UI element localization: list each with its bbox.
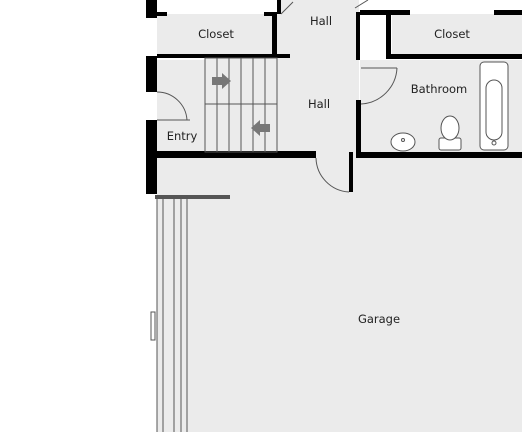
room-labels: Closet Hall Closet Bathroom Hall Entry G… <box>167 14 471 326</box>
wall-left-mid <box>146 56 157 92</box>
sink-icon <box>390 132 416 152</box>
door-hall-top-swing <box>354 0 369 9</box>
wall-bathroom-left <box>356 100 361 158</box>
door-hall-bath-swing <box>360 67 398 105</box>
arrow-right-icon <box>212 73 231 89</box>
label-hall-top: Hall <box>310 14 332 28</box>
wall-closet-left-top-r <box>264 12 276 16</box>
toilet-icon <box>438 115 462 151</box>
wall-closet-right-left <box>386 12 391 58</box>
wall-hall-right-upper <box>356 12 360 60</box>
label-bathroom: Bathroom <box>411 82 467 96</box>
garage-handle <box>150 311 156 341</box>
label-garage: Garage <box>358 312 400 326</box>
wall-closet-right-bottom <box>386 54 522 59</box>
door-hall-top-left <box>280 1 294 15</box>
wall-entry-bottom <box>146 151 316 158</box>
label-hall-middle: Hall <box>308 97 330 111</box>
closet-left-floor <box>157 14 277 56</box>
door-entry-swing <box>156 91 188 121</box>
floor-areas <box>157 0 522 432</box>
label-entry: Entry <box>167 129 198 143</box>
garage-floor <box>157 158 522 432</box>
closet-right-floor <box>392 14 522 56</box>
entry-floor <box>157 60 205 152</box>
bathtub-inner <box>485 79 503 141</box>
bathtub-drain <box>491 140 497 146</box>
wall-closet-right-top <box>360 10 410 15</box>
wall-hall-diag-left <box>277 0 281 14</box>
bathroom-fixtures <box>390 61 509 152</box>
stairs <box>204 57 278 153</box>
wall-bathroom-bottom <box>356 152 522 158</box>
door-garage-swing <box>315 157 350 193</box>
wall-closet-left-bottom <box>157 54 290 58</box>
arrow-left-icon <box>251 120 270 136</box>
garage-door <box>150 195 230 432</box>
hall-floor <box>277 0 359 160</box>
doors <box>156 0 398 193</box>
wall-garage-left-stub <box>349 152 353 192</box>
label-closet-left: Closet <box>198 27 234 41</box>
wall-left-upper <box>146 0 157 18</box>
label-closet-right: Closet <box>434 27 470 41</box>
walls <box>146 0 522 194</box>
wall-closet-hall-divider <box>272 12 277 58</box>
wall-closet-right-top-r <box>494 10 522 15</box>
wall-closet-left-top <box>157 12 167 16</box>
garage-header <box>155 195 230 199</box>
